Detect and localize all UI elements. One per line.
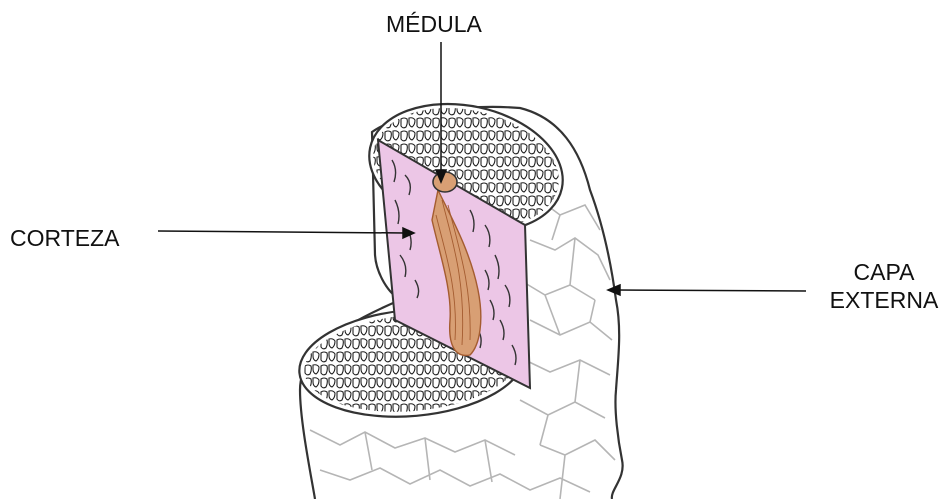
capa-externa-label: CAPA EXTERNA: [826, 258, 942, 314]
corteza-label: CORTEZA: [10, 224, 119, 252]
capa-externa-label-line1: CAPA: [826, 258, 942, 286]
medula-label: MÉDULA: [386, 10, 482, 38]
capa-externa-pointer: [608, 285, 806, 295]
capa-externa-label-line2: EXTERNA: [826, 286, 942, 314]
